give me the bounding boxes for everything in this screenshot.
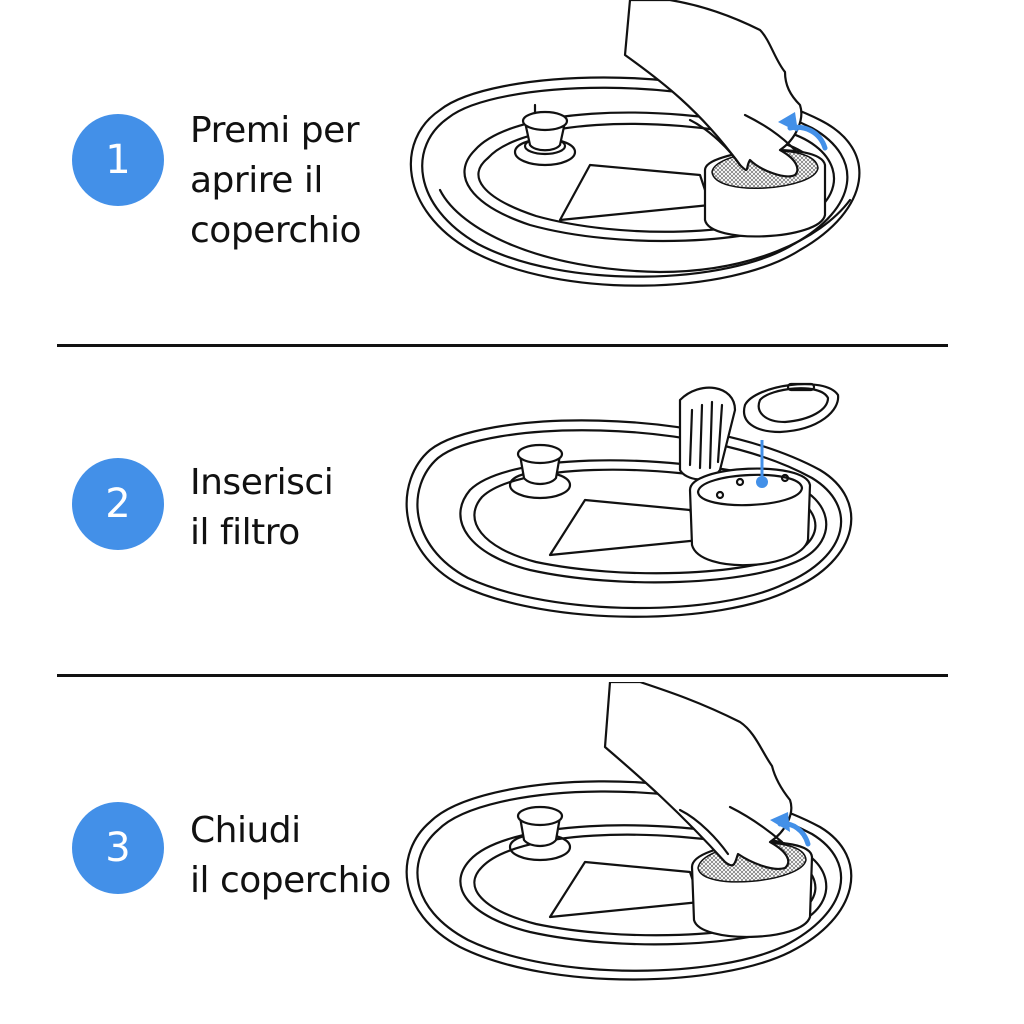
step-number: 3 bbox=[105, 825, 131, 871]
step-1: 1 Premi per aprire il coperchio bbox=[0, 0, 1024, 345]
instruction-line: Inserisci bbox=[190, 462, 334, 503]
instruction-line: il coperchio bbox=[190, 860, 391, 901]
hand-closing-filter-lid-icon bbox=[405, 682, 853, 981]
instruction-line: il filtro bbox=[190, 512, 300, 553]
step-2: 2 Inserisci il filtro bbox=[0, 346, 1024, 675]
step-instruction: Chiudi il coperchio bbox=[190, 806, 391, 906]
instruction-line: aprire il bbox=[190, 160, 323, 201]
step-number-badge: 1 bbox=[72, 114, 164, 206]
step-3: 3 Chiudi il coperchio bbox=[0, 676, 1024, 1024]
step-instruction: Inserisci il filtro bbox=[190, 458, 334, 558]
step-instruction: Premi per aprire il coperchio bbox=[190, 106, 361, 256]
instruction-line: Premi per bbox=[190, 110, 360, 151]
step-number-badge: 3 bbox=[72, 802, 164, 894]
step-number: 1 bbox=[105, 137, 131, 183]
instruction-line: Chiudi bbox=[190, 810, 301, 851]
step-number-badge: 2 bbox=[72, 458, 164, 550]
step-divider bbox=[57, 674, 948, 677]
step-number: 2 bbox=[105, 481, 131, 527]
hand-pressing-filter-lid-open-icon bbox=[409, 0, 861, 287]
filter-inserted-into-housing-icon bbox=[405, 382, 853, 618]
instruction-line: coperchio bbox=[190, 210, 361, 251]
step-divider bbox=[57, 344, 948, 347]
